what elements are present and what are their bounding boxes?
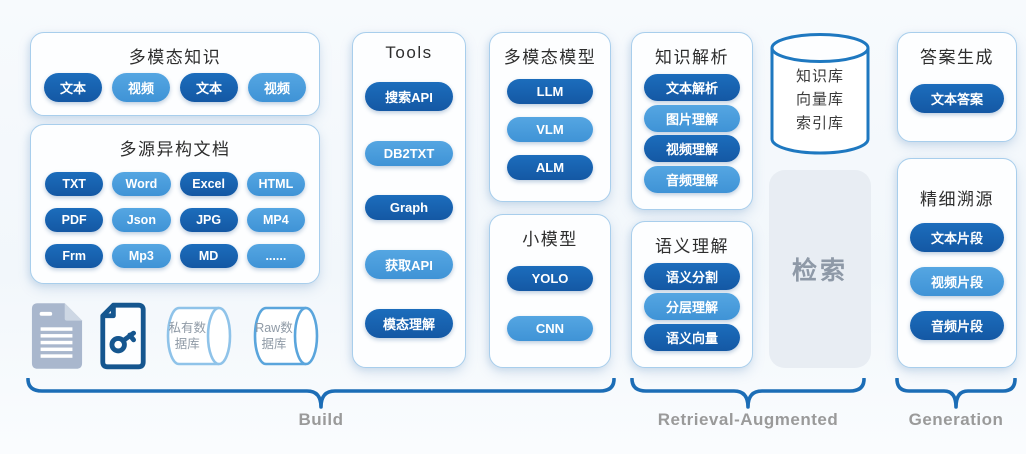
raw-database-cylinder: Raw数据库 [248,304,322,368]
private-database-cylinder: 私有数据库 [161,304,235,368]
doc-format-grid: TXT Word Excel HTML PDF Json JPG MP4 Frm… [31,160,319,283]
pill: PDF [45,207,104,232]
answer-generation-box: 答案生成 文本答案 [897,32,1017,142]
tools-title: Tools [385,43,433,62]
multisource-docs-title: 多源异构文档 [119,140,231,159]
pill: 语义分割 [644,262,740,290]
fine-grained-tracing-pills: 文本片段 视频片段 音频片段 [898,210,1016,367]
database-cylinder-icon [167,306,232,366]
knowledge-parsing-box: 知识解析 文本解析 图片理解 视频理解 音频理解 [631,32,753,210]
pill: 模态理解 [365,309,453,339]
pill: 图片理解 [644,104,740,132]
small-models-box: 小模型 YOLO CNN [489,214,611,368]
multimodal-knowledge-pills: 文本 视频 文本 视频 [44,68,306,115]
small-models-pills: YOLO CNN [490,250,610,367]
knowledge-parsing-pills: 文本解析 图片理解 视频理解 音频理解 [632,68,752,209]
semantic-understanding-pills: 语义分割 分层理解 语义向量 [632,257,752,367]
pill: Graph [365,195,453,221]
pill: 音频理解 [644,166,740,194]
pill: DB2TXT [365,140,453,166]
pill: CNN [507,315,593,341]
pill: Json [112,207,171,232]
generation-brace [894,378,1018,412]
tools-pills: 搜索API DB2TXT Graph 获取API 模态理解 [353,63,465,367]
build-brace [25,378,617,412]
answer-generation-pills: 文本答案 [898,68,1016,141]
pill: 视频 [112,73,170,102]
key-document-icon [100,302,146,370]
multimodal-knowledge-title: 多模态知识 [128,48,222,67]
gray-document-icon [31,303,83,369]
raw-database-label: Raw数据库 [255,320,293,351]
multimodal-models-box: 多模态模型 LLM VLM ALM [489,32,611,202]
pill: HTML [246,171,305,196]
pill: 搜索API [365,81,453,111]
build-stage-label: Build [298,410,344,429]
pill: MD [179,243,238,268]
multisource-docs-box: 多源异构文档 TXT Word Excel HTML PDF Json JPG … [30,124,320,284]
private-database-label: 私有数据库 [168,320,207,351]
knowledge-store-label: 知识库 向量库 索引库 [795,68,844,132]
knowledge-parsing-title: 知识解析 [655,48,729,67]
pill: MP4 [246,207,305,232]
fine-grained-tracing-box: 精细溯源 文本片段 视频片段 音频片段 [897,158,1017,368]
tools-box: Tools 搜索API DB2TXT Graph 获取API 模态理解 [352,32,466,368]
multimodal-knowledge-box: 多模态知识 文本 视频 文本 视频 [30,32,320,116]
pill: JPG [179,207,238,232]
answer-generation-title: 答案生成 [920,48,994,67]
pill: 音频片段 [910,310,1004,340]
multimodal-models-title: 多模态模型 [503,48,597,67]
generation-stage-label: Generation [908,410,1004,429]
pill: LLM [507,78,593,104]
pill: 文本 [180,73,238,102]
pill: Mp3 [112,243,171,268]
pill: 视频 [248,73,306,102]
data-sources-row: 私有数据库 Raw数据库 [30,296,322,376]
pill: Word [112,171,171,196]
database-cylinder-icon [253,306,319,366]
fine-grained-tracing-title: 精细溯源 [920,190,994,209]
retrieval-augmented-brace [629,378,867,412]
multimodal-models-pills: LLM VLM ALM [490,68,610,201]
pill: Frm [45,243,104,268]
database-cylinder-icon [770,33,870,155]
pill: ALM [507,155,593,181]
pill: 文本解析 [644,73,740,101]
pill: 文本片段 [910,223,1004,253]
pill: 语义向量 [644,324,740,352]
pill: 视频片段 [910,266,1004,296]
pill: 视频理解 [644,135,740,163]
retrieval-augmented-stage-label: Retrieval-Augmented [657,410,839,429]
retrieval-label: 检索 [791,257,848,285]
small-models-title: 小模型 [522,230,578,249]
knowledge-store-cylinder: 知识库 向量库 索引库 [768,31,872,161]
pill: 分层理解 [644,293,740,321]
semantic-understanding-box: 语义理解 语义分割 分层理解 语义向量 [631,221,753,368]
pill: ...... [246,243,305,268]
pill: VLM [507,116,593,142]
semantic-understanding-title: 语义理解 [655,237,729,256]
pill: Excel [179,171,238,196]
pill: 获取API [365,250,453,280]
pill: 文本答案 [910,84,1004,113]
pill: TXT [45,171,104,196]
retrieval-block: 检索 [769,170,871,368]
pill: 文本 [44,73,102,102]
pill: YOLO [507,266,593,292]
